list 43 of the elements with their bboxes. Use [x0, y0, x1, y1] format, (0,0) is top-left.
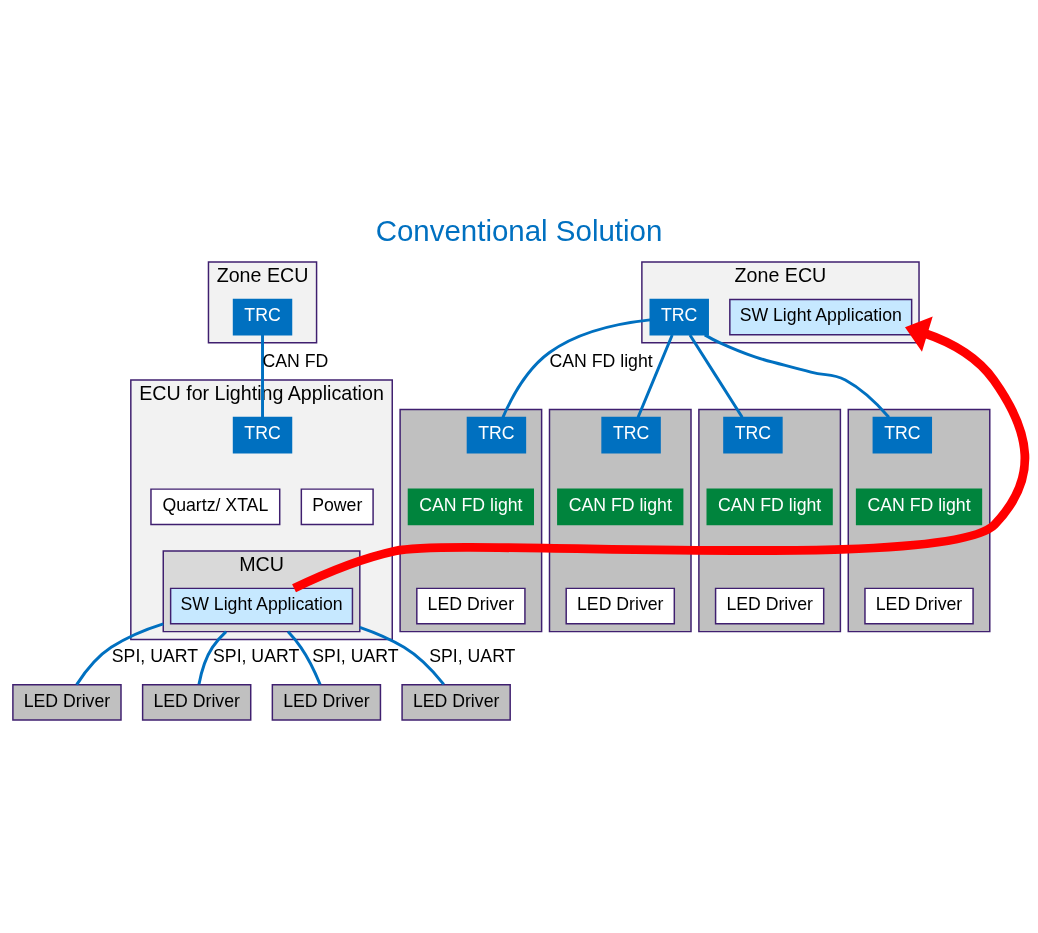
node-box: CAN FD light [557, 487, 684, 525]
node-box: LED Driver [141, 683, 252, 721]
connector [636, 333, 674, 418]
cluster [399, 408, 543, 632]
node-box: TRC [649, 298, 709, 336]
node-box: LED Driver [714, 587, 825, 624]
node-box: Power [300, 487, 374, 525]
node-box: LED Driver [271, 683, 382, 721]
edge-label: SPI, UART [312, 644, 399, 665]
node-box: TRC [601, 416, 661, 453]
connector [197, 630, 228, 684]
node-box: LED Driver [12, 683, 122, 721]
connector [75, 622, 164, 685]
node-box: TRC [466, 416, 527, 453]
connector [261, 334, 264, 417]
connector [501, 317, 651, 418]
node-box: TRC [872, 416, 933, 453]
cluster [548, 408, 692, 632]
arrow [292, 316, 1030, 592]
cluster [698, 408, 842, 632]
cluster [847, 408, 991, 632]
node-box: TRC [723, 416, 783, 453]
edge-label: SPI, UART [429, 644, 516, 665]
edge-label: CAN FD light [549, 350, 653, 371]
node-box: TRC [232, 298, 293, 336]
node-box: LED Driver [401, 683, 511, 721]
diagram-title: Conventional Solution [375, 213, 663, 247]
connector [688, 333, 744, 418]
connector [359, 625, 445, 685]
node-box: LED Driver [416, 587, 526, 624]
node-box: SW Light Application [169, 587, 354, 624]
edge-label: SPI, UART [111, 644, 198, 665]
node-box: SW Light Application [729, 298, 913, 336]
node-box: TRC [232, 416, 293, 453]
node-box: Quartz/ XTAL [150, 487, 281, 525]
connector [286, 630, 322, 685]
node-box: CAN FD light [855, 487, 983, 525]
node-box: LED Driver [565, 587, 676, 624]
node-box: LED Driver [864, 587, 974, 624]
connector [704, 333, 890, 418]
edge-label: SPI, UART [213, 644, 300, 665]
node-box: CAN FD light [407, 487, 534, 525]
node-box: CAN FD light [706, 487, 833, 525]
